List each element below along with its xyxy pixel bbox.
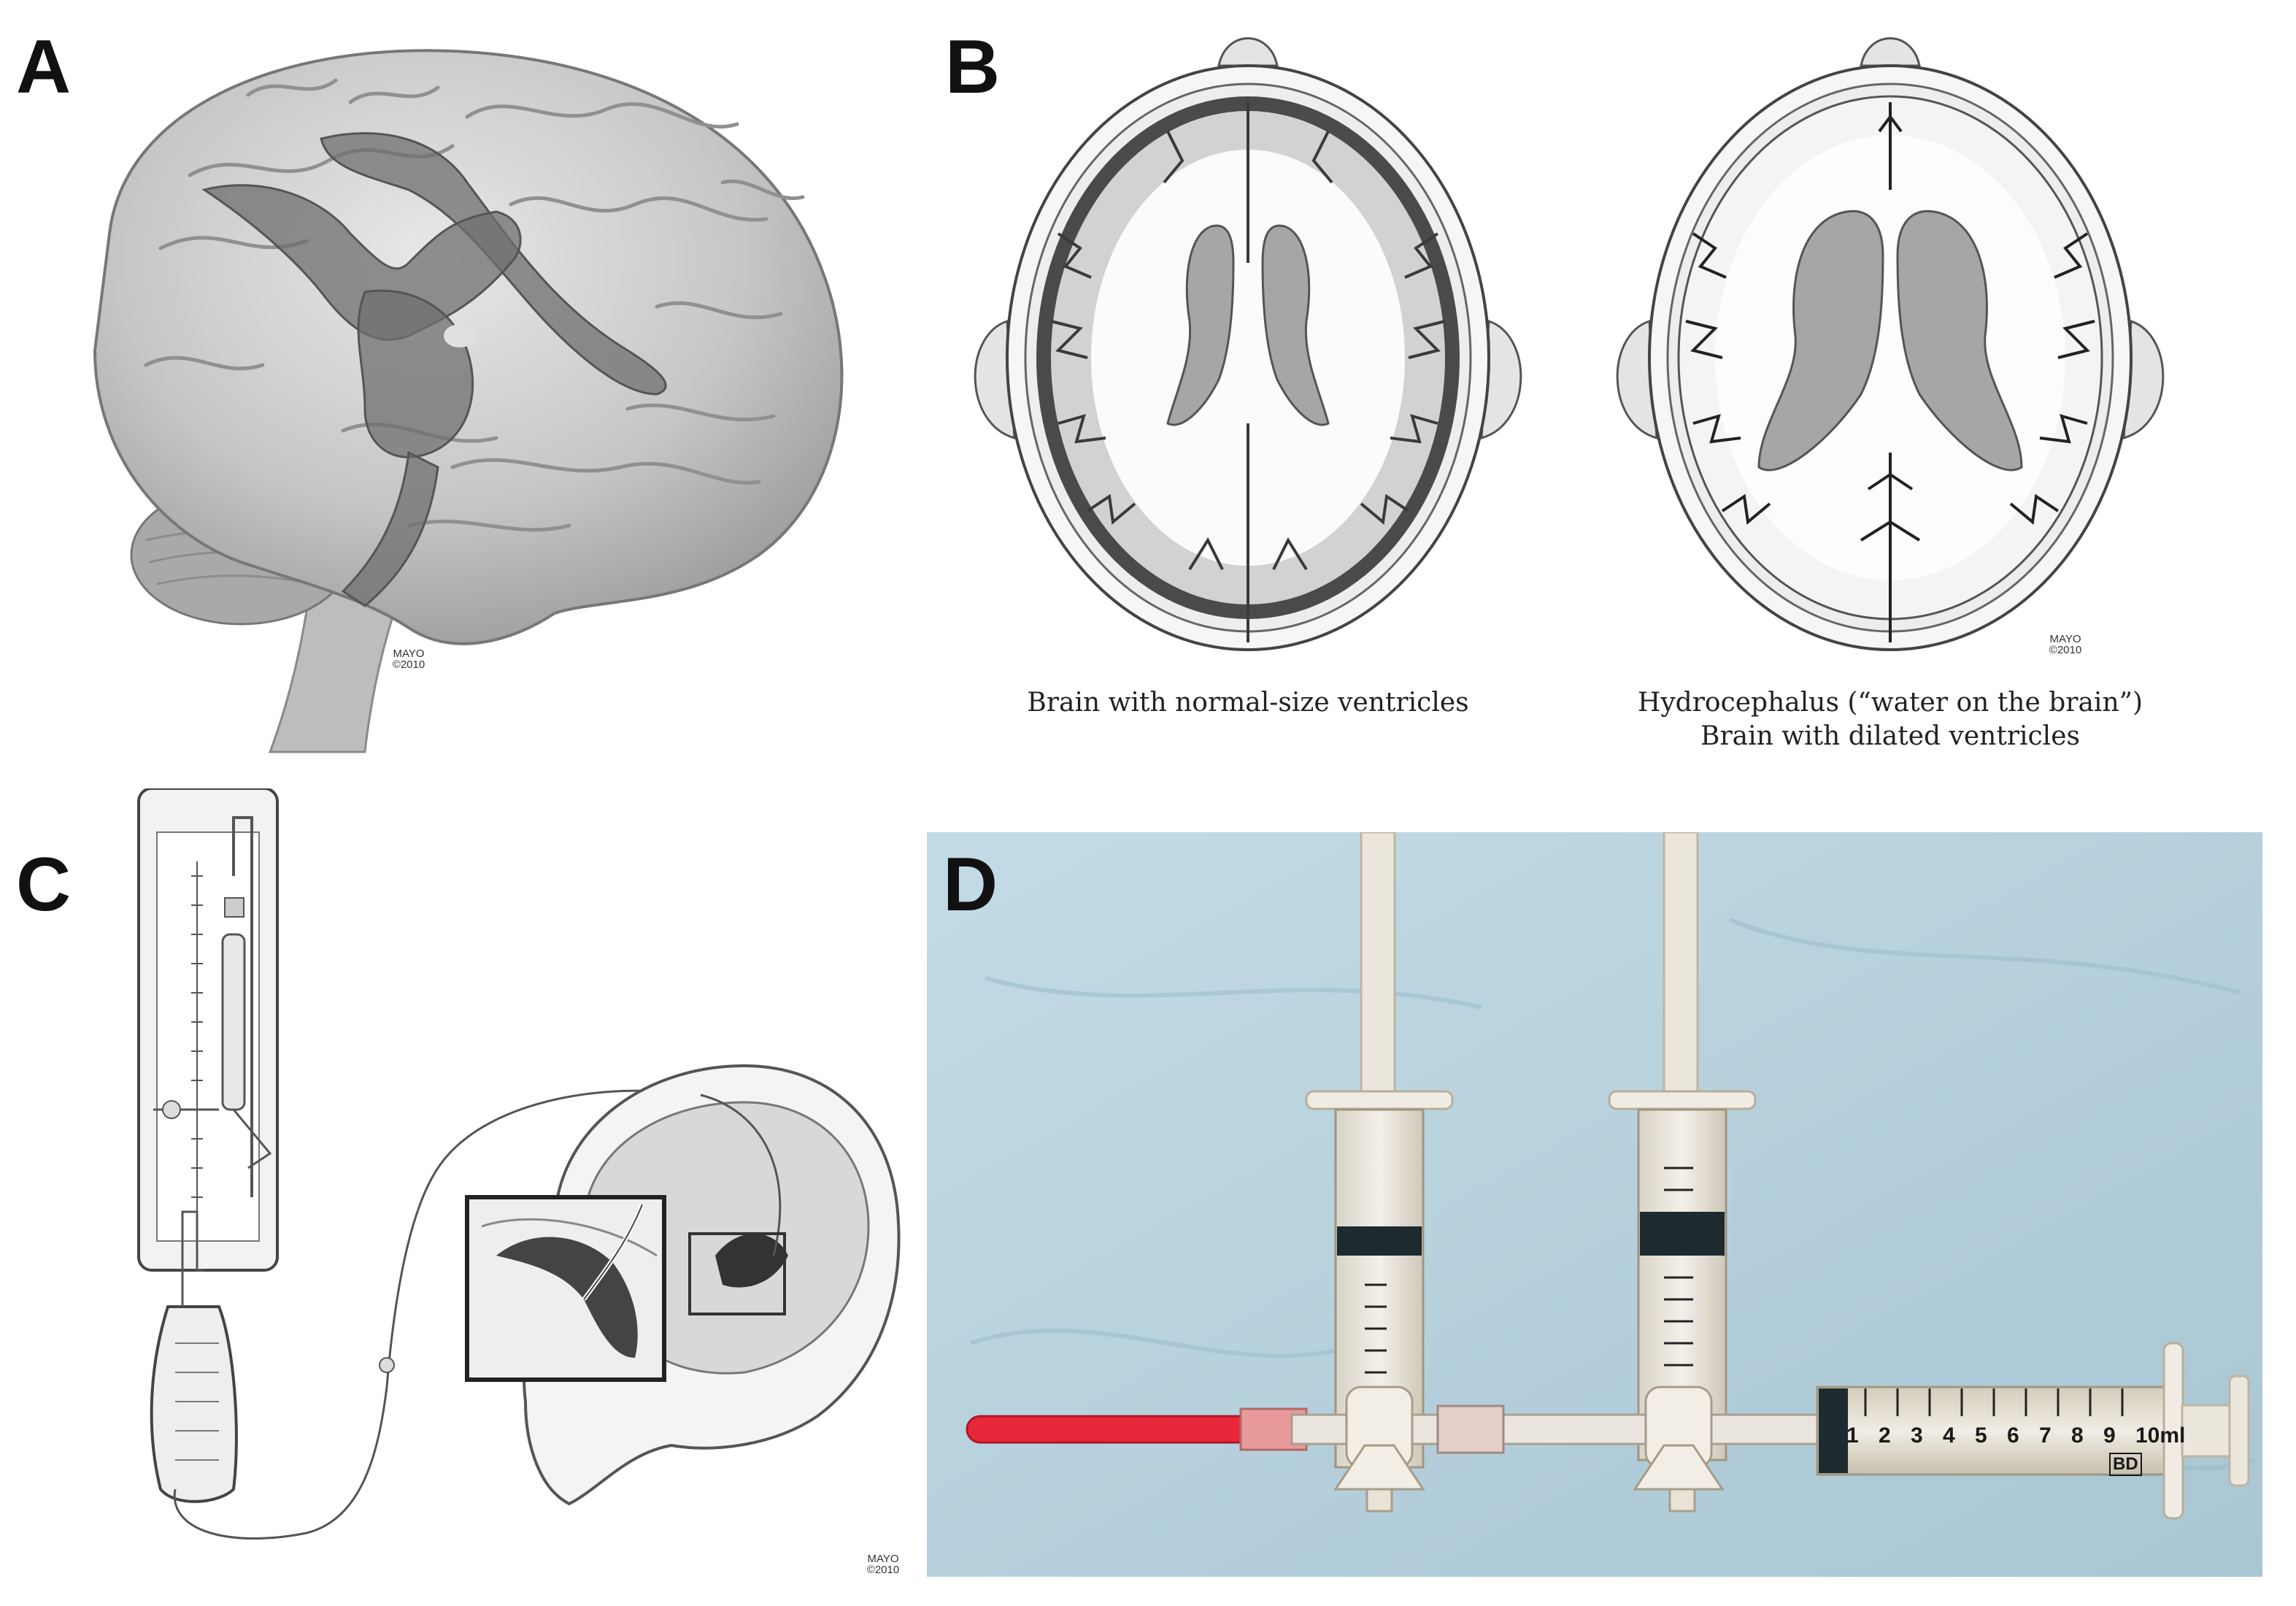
panel-c-credit: MAYO ©2010 xyxy=(861,1553,905,1575)
scale-digit-6: 6 xyxy=(2007,1424,2019,1448)
panel-label-b: B xyxy=(945,25,1001,110)
scale-digit-8: 8 xyxy=(2071,1424,2084,1448)
scale-digit-5: 5 xyxy=(1975,1424,1987,1448)
stopcock-left xyxy=(1333,1386,1425,1491)
horizontal-10ml-syringe xyxy=(1816,1342,2250,1520)
panel-b-left-caption: Brain with normal-size ventricles xyxy=(1027,688,1469,718)
panel-b-credit-name: MAYO xyxy=(2049,633,2081,645)
scale-digit-7: 7 xyxy=(2039,1424,2052,1448)
panel-d-syringe-setup-photo xyxy=(927,832,2262,1577)
panel-label-d: D xyxy=(943,842,998,927)
panel-c-credit-name: MAYO xyxy=(867,1553,899,1565)
panel-c-ventricular-drain-illustration xyxy=(137,788,901,1540)
red-needle xyxy=(966,1415,1253,1444)
scale-digit-9: 9 xyxy=(2103,1424,2116,1448)
panel-c-credit-year: ©2010 xyxy=(866,1564,900,1576)
panel-b-right-caption: Hydrocephalus (“water on the brain”) Bra… xyxy=(1591,686,2189,753)
panel-b-right-caption-line2: Brain with dilated ventricles xyxy=(1700,721,2080,751)
scale-digit-3: 3 xyxy=(1911,1424,1923,1448)
syringe-scale-digits: 1 2 3 4 5 6 7 8 9 10ml xyxy=(1846,1424,2211,1460)
panel-a-brain-illustration xyxy=(93,49,844,753)
scale-label-10ml: 10ml xyxy=(2135,1424,2186,1448)
panel-a-credit-year: ©2010 xyxy=(392,658,425,671)
panel-a-credit-name: MAYO xyxy=(393,648,425,660)
syringe-brand-mark: BD xyxy=(2109,1453,2142,1476)
scale-digit-1: 1 xyxy=(1846,1424,1859,1448)
panel-label-a: A xyxy=(16,25,72,110)
collection-bag xyxy=(150,1305,238,1503)
scale-digit-4: 4 xyxy=(1943,1424,1955,1448)
panel-b-hydrocephalus-brain-slice xyxy=(1616,37,2165,651)
scale-digit-2: 2 xyxy=(1879,1424,1891,1448)
panel-a-credit: MAYO ©2010 xyxy=(387,648,431,670)
panel-b-credit: MAYO ©2010 xyxy=(2043,634,2087,656)
panel-label-c: C xyxy=(16,842,72,927)
panel-b-credit-year: ©2010 xyxy=(2049,644,2082,656)
panel-b-right-caption-line1: Hydrocephalus (“water on the brain”) xyxy=(1637,688,2143,718)
drip-chamber xyxy=(221,933,246,1111)
panel-b-normal-brain-slice xyxy=(974,37,1522,651)
stopcock-right xyxy=(1633,1386,1725,1491)
